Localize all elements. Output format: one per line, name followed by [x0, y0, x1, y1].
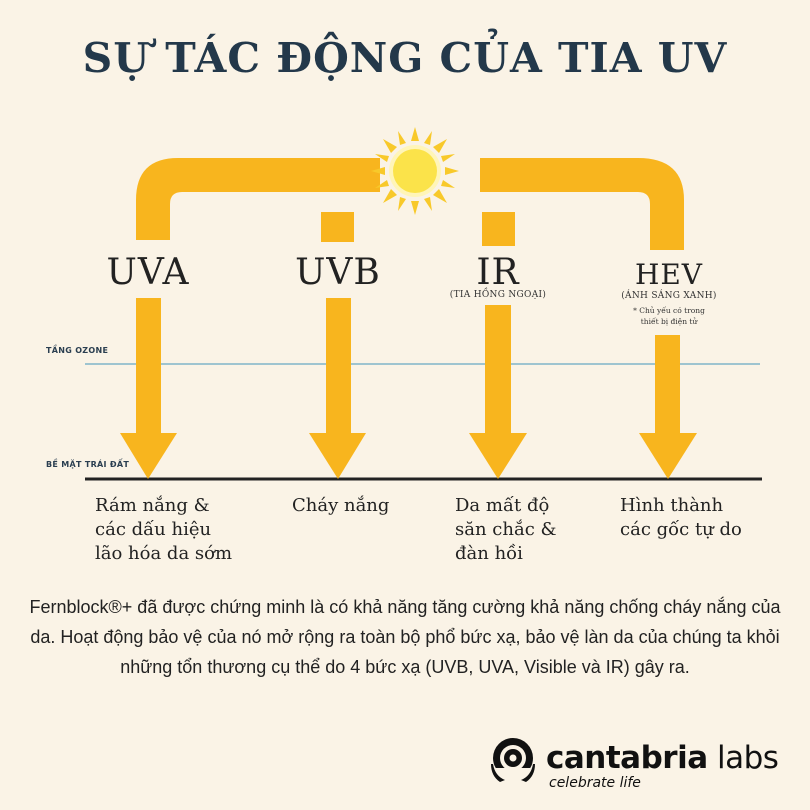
cantabria-eye-icon: [489, 738, 537, 782]
ray-note-line: thiết bị điện tử: [640, 317, 698, 326]
effect-line: đàn hồi: [455, 543, 523, 564]
effect-line: các dấu hiệu: [95, 519, 212, 540]
sun-icon: [371, 127, 459, 215]
brand-tagline: celebrate life: [549, 775, 641, 791]
uva-arrow: [120, 158, 380, 479]
uvb-arrow: [309, 212, 366, 479]
page-title: SỰ TÁC ĐỘNG CỦA TIA UV: [82, 34, 728, 82]
effect-line: các gốc tự do: [620, 519, 742, 540]
hev-arrow: [480, 158, 697, 479]
ray-note-line: * Chủ yếu có trong: [633, 306, 705, 315]
brand-logo-text: cantabria labs: [546, 740, 779, 776]
effect-line: săn chắc &: [455, 519, 557, 540]
effect-line: Hình thành: [620, 495, 724, 516]
ray-note-hev: * Chủ yếu có trong thiết bị điện tử: [614, 305, 724, 327]
surface-label: BỀ MẶT TRÁI ĐẤT: [46, 460, 130, 469]
effect-line: Da mất độ: [455, 495, 550, 516]
effect-uva: Rám nắng & các dấu hiệu lão hóa da sớm: [95, 494, 232, 566]
effect-uvb: Cháy nắng: [292, 494, 389, 518]
ir-arrow: [469, 212, 527, 479]
ray-sublabel-ir: (TIA HỒNG NGOẠI): [449, 290, 547, 300]
brand-name-bold: cantabria: [546, 740, 708, 776]
description-paragraph: Fernblock®+ đã được chứng minh là có khả…: [29, 597, 781, 677]
effect-line: Cháy nắng: [292, 495, 390, 516]
effect-line: lão hóa da sớm: [95, 543, 233, 564]
ray-label-uvb: UVB: [295, 252, 381, 293]
ozone-label: TẦNG OZONE: [46, 346, 109, 355]
ray-sublabel-hev: (ÁNH SÁNG XANH): [621, 291, 717, 301]
ray-label-ir: IR: [476, 252, 520, 293]
brand-name-light: labs: [707, 740, 779, 776]
ray-label-hev: HEV: [634, 258, 704, 291]
effect-ir: Da mất độ săn chắc & đàn hồi: [455, 494, 557, 566]
effect-hev: Hình thành các gốc tự do: [620, 494, 742, 542]
effect-line: Rám nắng &: [95, 495, 210, 516]
ray-label-uva: UVA: [106, 252, 190, 293]
